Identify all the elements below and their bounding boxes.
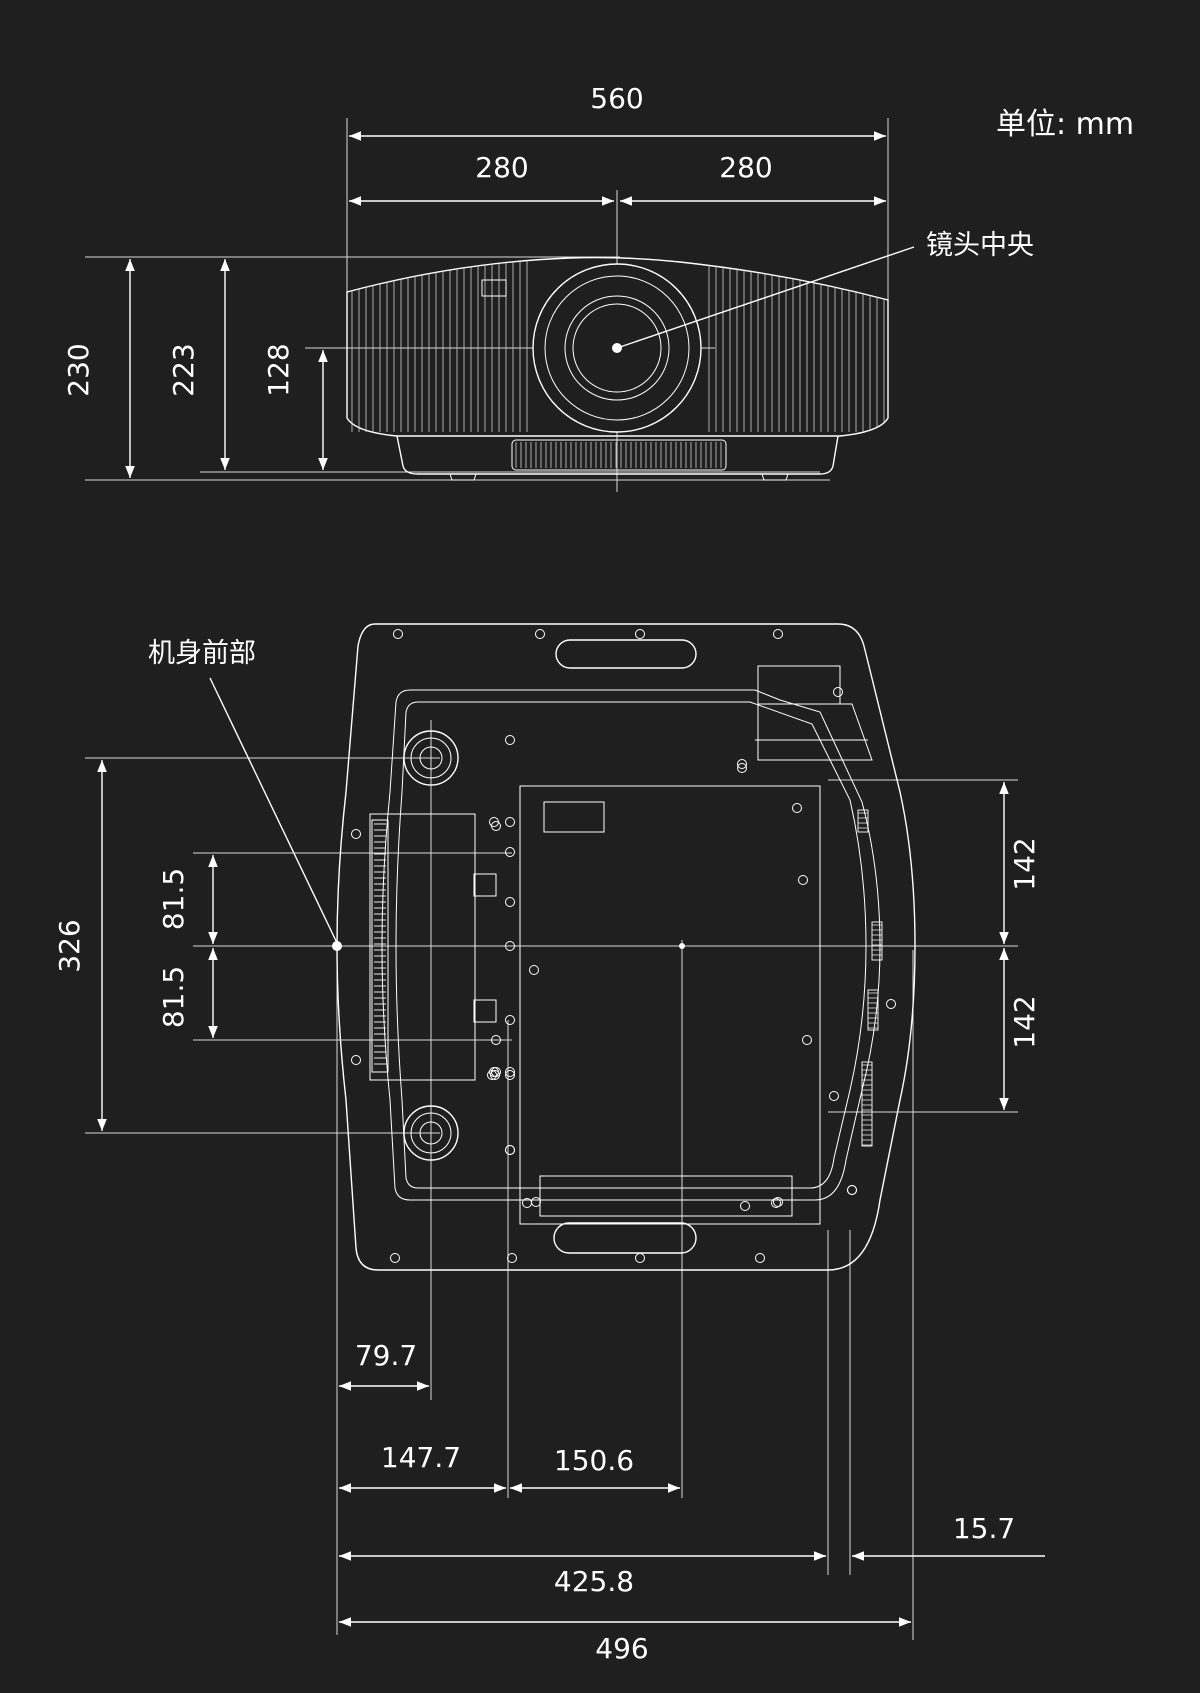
dim-142-upper-label: 142 bbox=[1008, 837, 1041, 890]
dim-142-lower-label: 142 bbox=[1008, 995, 1041, 1048]
screw-hole bbox=[505, 1145, 515, 1155]
bottom-handle-slot bbox=[553, 1222, 697, 1254]
screw-hole bbox=[773, 1197, 783, 1207]
front-foot-right bbox=[761, 473, 789, 481]
dim-128-label: 128 bbox=[262, 343, 295, 396]
screw-hole bbox=[847, 1185, 857, 1195]
right-vent-block bbox=[861, 1061, 873, 1147]
screw-hole bbox=[833, 687, 843, 697]
front-foot-left bbox=[449, 473, 477, 481]
screw-hole bbox=[522, 1198, 532, 1208]
screw-holes bbox=[351, 629, 896, 1263]
dim-425-label: 425.8 bbox=[554, 1565, 634, 1598]
foot-bottom bbox=[403, 1105, 459, 1161]
central-plate bbox=[519, 785, 821, 1225]
bottom-inner-panel-2 bbox=[395, 701, 867, 1189]
foot-top bbox=[403, 730, 459, 786]
grill-lines bbox=[515, 442, 722, 468]
screw-hole bbox=[505, 897, 515, 907]
rear-block-bottom bbox=[757, 703, 873, 761]
screw-hole bbox=[802, 1035, 812, 1045]
right-vent-block bbox=[871, 921, 883, 961]
right-vent-block bbox=[867, 989, 879, 1031]
screw-hole bbox=[351, 1055, 361, 1065]
left-vent-ticks bbox=[374, 823, 386, 1065]
front-center-point bbox=[332, 941, 342, 951]
screw-hole bbox=[737, 763, 747, 773]
screw-hole bbox=[635, 629, 645, 639]
screw-hole bbox=[505, 941, 515, 951]
screw-hole bbox=[798, 875, 808, 885]
screw-hole bbox=[737, 759, 747, 769]
dim-223-label: 223 bbox=[167, 343, 200, 396]
front-view: 560 280 280 230 223 128 镜头中央 bbox=[62, 82, 1034, 492]
dim-79-label: 79.7 bbox=[355, 1339, 417, 1372]
body-center-point bbox=[679, 943, 685, 949]
screw-hole bbox=[491, 1035, 501, 1045]
screw-hole bbox=[755, 1253, 765, 1263]
screw-hole bbox=[505, 1070, 515, 1080]
dim-81-upper-label: 81.5 bbox=[157, 868, 190, 930]
dim-230-label: 230 bbox=[62, 343, 95, 396]
dim-150-label: 150.6 bbox=[554, 1444, 634, 1477]
projector-base bbox=[396, 435, 839, 475]
dim-280-right-label: 280 bbox=[719, 151, 772, 184]
dim-15-label: 15.7 bbox=[953, 1512, 1015, 1545]
screw-hole bbox=[505, 735, 515, 745]
right-vent-block bbox=[857, 809, 869, 833]
screw-hole bbox=[773, 629, 783, 639]
screw-hole bbox=[489, 1067, 499, 1077]
screw-hole bbox=[487, 1070, 497, 1080]
left-vent-panel bbox=[369, 813, 476, 1081]
lens-center-point bbox=[612, 343, 622, 353]
label-plate bbox=[543, 801, 605, 833]
screw-hole bbox=[829, 1091, 839, 1101]
bottom-view: 机身前部 326 81.5 81.5 142 142 79.7 147.7 15… bbox=[53, 623, 1045, 1665]
rear-block-top bbox=[757, 665, 841, 705]
screw-hole bbox=[792, 803, 802, 813]
screw-hole bbox=[531, 1197, 541, 1207]
left-vent-strip bbox=[371, 819, 389, 1073]
screw-hole bbox=[505, 817, 515, 827]
right-vent-ticks bbox=[857, 809, 883, 1147]
dim-147-label: 147.7 bbox=[381, 1441, 461, 1474]
bottom-body-outline bbox=[336, 623, 916, 1271]
front-leader bbox=[209, 677, 338, 944]
rear-bracket bbox=[539, 1175, 793, 1217]
dim-81-lower-label: 81.5 bbox=[157, 966, 190, 1028]
lens-ring-2 bbox=[544, 275, 690, 421]
lens-center-leader bbox=[619, 246, 915, 348]
screw-hole bbox=[507, 1253, 517, 1263]
screw-hole bbox=[393, 629, 403, 639]
mount-clip-lower bbox=[473, 999, 497, 1023]
top-handle-slot bbox=[555, 639, 697, 669]
screw-hole bbox=[740, 1201, 750, 1211]
bottom-grill bbox=[511, 439, 727, 471]
screw-hole bbox=[505, 847, 515, 857]
front-label: 机身前部 bbox=[148, 638, 256, 669]
screw-hole bbox=[351, 829, 361, 839]
screw-hole bbox=[489, 817, 499, 827]
screw-hole bbox=[529, 965, 539, 975]
unit-label: 单位: mm bbox=[996, 107, 1134, 142]
mount-clip-upper bbox=[473, 873, 497, 897]
lens-glass bbox=[572, 303, 662, 393]
lens-center-label: 镜头中央 bbox=[926, 230, 1034, 261]
dim-280-left-label: 280 bbox=[475, 151, 528, 184]
lens-ring-3 bbox=[564, 295, 670, 401]
screw-hole bbox=[886, 999, 896, 1009]
dim-326-label: 326 bbox=[53, 919, 86, 972]
screw-hole bbox=[635, 1253, 645, 1263]
status-indicators bbox=[481, 279, 507, 297]
screw-hole bbox=[505, 1015, 515, 1025]
bottom-inner-panel bbox=[381, 689, 881, 1201]
screw-hole bbox=[505, 1067, 515, 1077]
dim-560-label: 560 bbox=[590, 82, 643, 115]
screw-hole bbox=[535, 629, 545, 639]
dim-496-label: 496 bbox=[595, 1632, 648, 1665]
screw-hole bbox=[771, 1198, 781, 1208]
screw-hole bbox=[390, 1253, 400, 1263]
